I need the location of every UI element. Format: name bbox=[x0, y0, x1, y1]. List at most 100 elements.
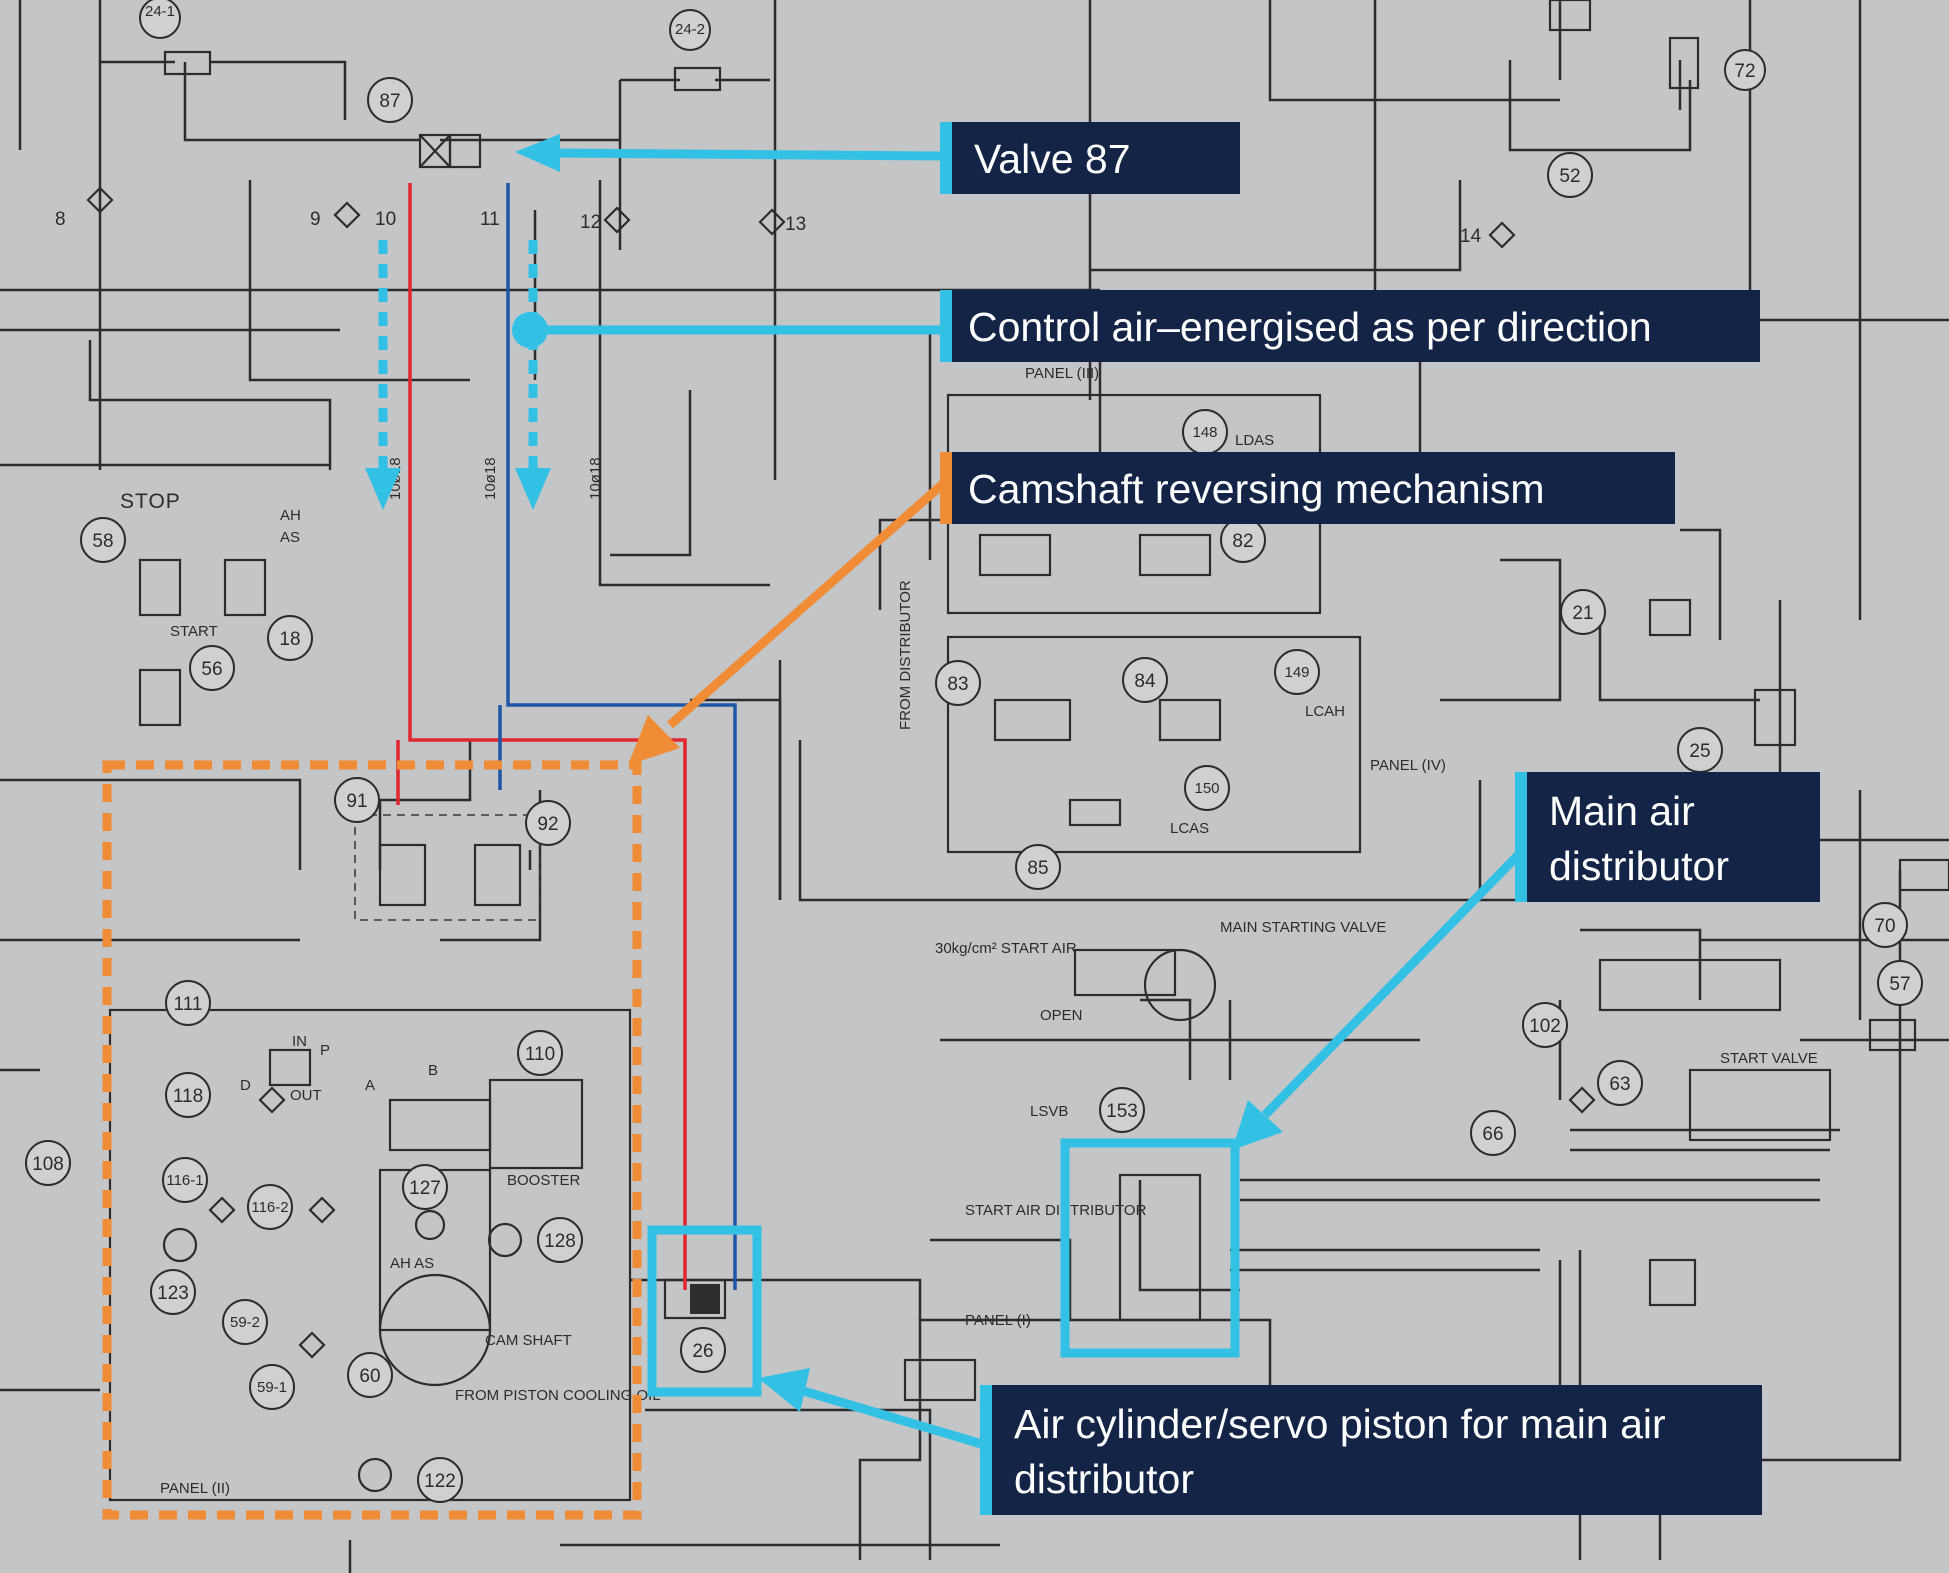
valve-92-symbol bbox=[473, 843, 522, 907]
filter-diamonds bbox=[86, 186, 1596, 1359]
main-starting-valve-label: MAIN STARTING VALVE bbox=[1220, 919, 1386, 936]
component-circle bbox=[139, 0, 181, 39]
component-circle bbox=[150, 1269, 196, 1315]
component-number: 25 bbox=[1689, 741, 1710, 762]
valve-118-symbol bbox=[268, 1048, 312, 1087]
component-number: 84 bbox=[1134, 671, 1156, 692]
camshaft-pointer-line bbox=[667, 478, 948, 729]
component-circle bbox=[165, 980, 211, 1026]
component-number: 60 bbox=[359, 1366, 380, 1387]
component-number: 52 bbox=[1559, 166, 1580, 187]
valve-91-92-dashed-box bbox=[354, 814, 541, 921]
component-number: 24-1 bbox=[145, 3, 175, 20]
control-air-callout: Control air–energised as per direction bbox=[940, 290, 1760, 362]
booster-piston bbox=[388, 1098, 492, 1152]
lcah-label: LCAH bbox=[1305, 703, 1345, 720]
ah-as-label: AH AS bbox=[390, 1255, 434, 1272]
component-number: 108 bbox=[32, 1154, 64, 1175]
component-number: 91 bbox=[346, 791, 367, 812]
valve-top-right-symbol bbox=[1548, 0, 1592, 32]
component-circle bbox=[1547, 152, 1593, 198]
component-number: 63 bbox=[1609, 1074, 1630, 1095]
control-air-arrowhead-left bbox=[365, 468, 401, 510]
pipe-size-label: 10ø18 bbox=[587, 457, 604, 500]
valve-56-symbol bbox=[138, 668, 182, 727]
from-distributor-label: FROM DISTRIBUTOR bbox=[897, 580, 914, 730]
pipe-size-label: 10ø18 bbox=[482, 457, 499, 500]
air-cylinder-arrowhead bbox=[758, 1368, 810, 1412]
component-circle bbox=[249, 1364, 295, 1410]
valve-72-symbol bbox=[1668, 36, 1700, 90]
main-starting-valve-ball bbox=[1143, 948, 1217, 1022]
camshaft-reversing-highlight-box bbox=[102, 760, 642, 1520]
valve-85-symbol bbox=[1068, 798, 1122, 827]
component-number: 9 bbox=[310, 209, 321, 230]
component-number: 85 bbox=[1027, 858, 1048, 879]
cylinder-26-body bbox=[663, 1278, 727, 1320]
component-circle bbox=[402, 1164, 448, 1210]
component-number: 128 bbox=[544, 1231, 576, 1252]
valve-25-symbol bbox=[1753, 688, 1797, 747]
valve-57-symbol bbox=[1868, 1018, 1917, 1052]
component-circle bbox=[162, 1157, 208, 1203]
valve-84-symbol bbox=[1158, 698, 1222, 742]
blue-pilot-line bbox=[506, 183, 737, 1290]
valve-66-symbol bbox=[1648, 1258, 1697, 1307]
valve-bottom-symbol bbox=[903, 1358, 977, 1402]
valve-18-symbol bbox=[223, 558, 267, 617]
panel-iii-label: PANEL (III) bbox=[1025, 365, 1099, 382]
start-air-label: 30kg/cm² START AIR bbox=[935, 940, 1077, 957]
booster-label: BOOSTER bbox=[507, 1172, 581, 1189]
component-circle bbox=[1274, 649, 1320, 695]
panel-iv-box bbox=[946, 635, 1362, 854]
main-starting-valve-body bbox=[1598, 958, 1782, 1012]
start-valve-label: START VALVE bbox=[1720, 1050, 1818, 1067]
start-air-distributor-body bbox=[1118, 1173, 1202, 1322]
component-number: 13 bbox=[785, 214, 806, 235]
component-number: 82 bbox=[1232, 531, 1253, 552]
component-number: 59-1 bbox=[257, 1379, 287, 1396]
component-circle bbox=[367, 77, 413, 123]
valve-87-callout-text: Valve 87 bbox=[974, 136, 1131, 182]
start-air-distributor-label: START AIR DISTRIBUTOR bbox=[965, 1202, 1147, 1219]
component-circle bbox=[935, 660, 981, 706]
lcas-label: LCAS bbox=[1170, 820, 1209, 837]
port-in-label: IN bbox=[292, 1033, 307, 1050]
component-circle bbox=[267, 615, 313, 661]
component-number: 122 bbox=[424, 1471, 456, 1492]
component-circle bbox=[1015, 844, 1061, 890]
component-number: 66 bbox=[1482, 1124, 1503, 1145]
component-circle bbox=[417, 1457, 463, 1503]
component-number: 127 bbox=[409, 1178, 441, 1199]
schematic-text-labels: STOP START AH AS LDAS LCAH LCAS PANEL (I… bbox=[120, 365, 1818, 1497]
component-number: 92 bbox=[537, 814, 558, 835]
component-circle bbox=[165, 1072, 211, 1118]
component-circle bbox=[189, 645, 235, 691]
port-out-label: OUT bbox=[290, 1087, 322, 1104]
ldas-label: LDAS bbox=[1235, 432, 1274, 449]
port-a-label: A bbox=[365, 1077, 375, 1094]
component-number: 56 bbox=[201, 659, 222, 680]
component-circle bbox=[1099, 1087, 1145, 1133]
component-number: 58 bbox=[92, 531, 113, 552]
valve-87-pointer-line bbox=[554, 148, 944, 161]
component-number: 21 bbox=[1572, 603, 1593, 624]
component-number: 118 bbox=[173, 1086, 203, 1107]
air-cylinder-callout-text: Air cylinder/servo piston for main air d… bbox=[1014, 1401, 1666, 1502]
air-cylinder-pointer-line bbox=[798, 1385, 987, 1450]
component-number: 8 bbox=[55, 209, 66, 230]
component-number: 57 bbox=[1889, 974, 1910, 995]
start-valve-body bbox=[1688, 1068, 1832, 1142]
component-circle bbox=[25, 1140, 71, 1186]
valve-70-symbol bbox=[1898, 858, 1949, 892]
cam-shaft-label: CAM SHAFT bbox=[485, 1332, 572, 1349]
panel-iv-label: PANEL (IV) bbox=[1370, 757, 1446, 774]
panel-ii-label: PANEL (II) bbox=[160, 1480, 230, 1497]
component-number: 26 bbox=[692, 1341, 713, 1362]
component-number: 110 bbox=[525, 1044, 555, 1065]
port-p-label: P bbox=[320, 1042, 330, 1059]
main-air-distributor-callout: Main air distributor bbox=[1515, 772, 1820, 902]
component-circle bbox=[1724, 49, 1766, 91]
component-circle bbox=[1184, 765, 1230, 811]
valve-58-symbol bbox=[138, 558, 182, 617]
